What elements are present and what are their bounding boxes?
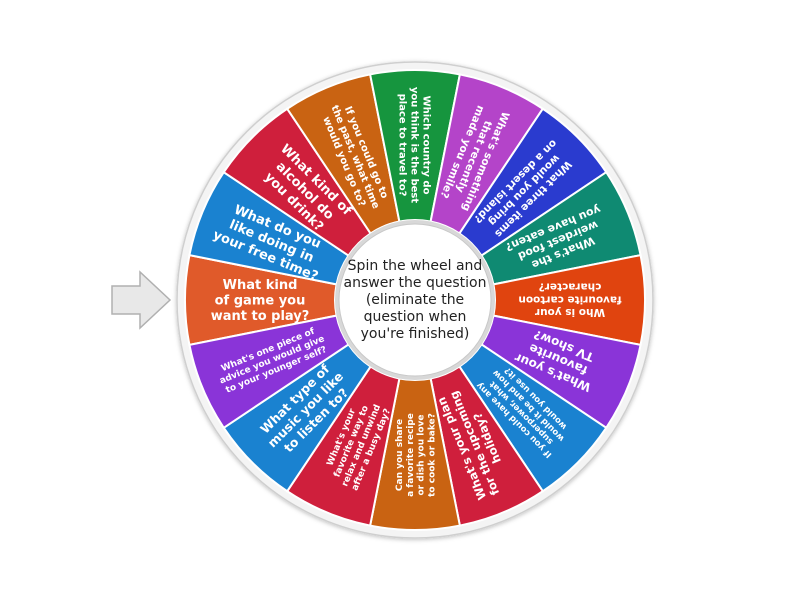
segment-label: Who is yourfavourite cartooncharacter?	[518, 281, 621, 318]
center-hub[interactable]	[338, 223, 492, 377]
segment-label: Can you sharea favorite recipeor dish yo…	[395, 413, 437, 497]
segment-label: Which country doyou think is the bestpla…	[397, 87, 432, 203]
center-instruction: Spin the wheel and answer the question (…	[343, 257, 487, 342]
arrow-right-icon	[111, 270, 172, 330]
